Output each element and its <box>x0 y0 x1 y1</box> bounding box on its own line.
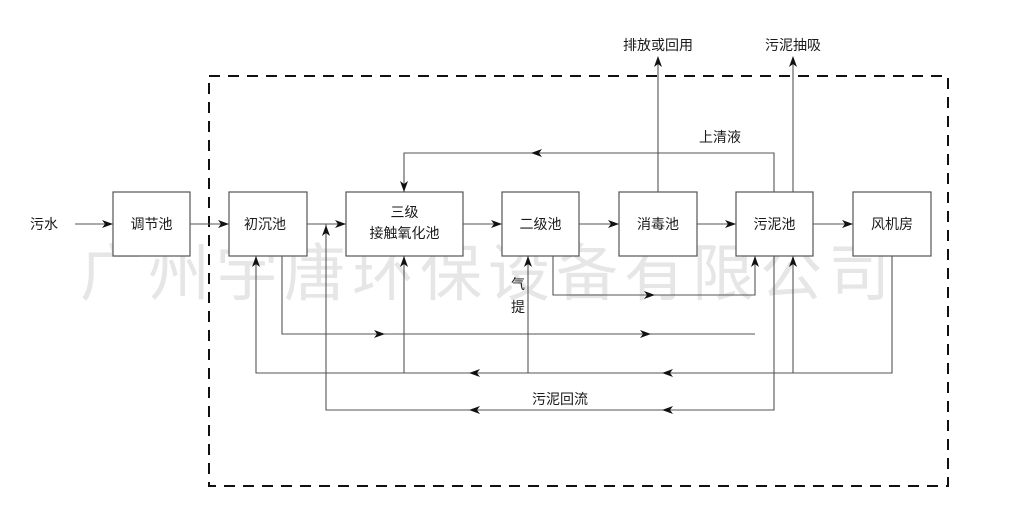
system-boundary <box>208 75 949 487</box>
sludge-suction-label: 污泥抽吸 <box>765 38 821 54</box>
flow-sludge-return <box>325 224 775 411</box>
arrow-up <box>400 256 408 267</box>
flow-chuchen-to-wuni <box>281 256 755 335</box>
unit-xiaodu: 消毒池 <box>618 191 698 257</box>
unit-box <box>345 191 464 257</box>
arrow-left <box>662 406 673 414</box>
unit-label-line1: 三级 <box>391 205 419 221</box>
unit-box <box>112 191 191 257</box>
arrow-up <box>789 256 797 267</box>
unit-wuni: 污泥池 <box>735 191 814 257</box>
arrow-left <box>469 406 480 414</box>
arrow-up <box>524 256 532 267</box>
arrow-right <box>608 220 619 228</box>
arrowheads <box>102 56 853 414</box>
unit-label: 污泥池 <box>754 217 796 233</box>
unit-label: 消毒池 <box>637 217 679 233</box>
arrow-left <box>531 149 542 157</box>
arrow-right <box>374 330 385 338</box>
air-lift-label-1: 气 <box>511 277 525 293</box>
flow-supernatant <box>403 152 775 192</box>
unit-box <box>852 191 932 257</box>
unit-box <box>228 191 308 257</box>
unit-box <box>618 191 698 257</box>
arrow-right <box>218 220 229 228</box>
arrow-up <box>654 56 662 67</box>
arrow-up <box>322 225 330 236</box>
unit-label: 初沉池 <box>244 216 286 233</box>
supernatant-label: 上清液 <box>699 130 741 146</box>
unit-label: 风机房 <box>871 217 913 233</box>
flow-lines <box>75 58 893 411</box>
air-lift-label-2: 提 <box>511 300 525 316</box>
arrow-up <box>751 256 759 267</box>
discharge-label: 排放或回用 <box>623 38 693 54</box>
arrow-right <box>335 220 346 228</box>
arrow-left <box>469 369 480 377</box>
arrow-right <box>640 330 651 338</box>
unit-erji: 二级池 <box>501 191 580 257</box>
arrow-right <box>842 220 853 228</box>
unit-tiaojie: 调节池 <box>112 191 191 257</box>
arrow-up <box>789 56 797 67</box>
arrow-right <box>491 220 502 228</box>
unit-box <box>735 191 814 257</box>
arrow-right <box>725 220 736 228</box>
unit-chuchen: 初沉池 <box>228 191 308 257</box>
sludge-return-label: 污泥回流 <box>532 392 588 408</box>
arrow-down <box>400 181 408 192</box>
input-label: 污水 <box>30 217 58 233</box>
arrow-right <box>102 220 113 228</box>
unit-label: 调节池 <box>131 217 173 233</box>
arrow-up <box>252 256 260 267</box>
flow-air-main <box>255 256 893 374</box>
unit-fengji: 风机房 <box>852 191 932 257</box>
unit-label-line2: 接触氧化池 <box>370 225 440 242</box>
unit-label: 二级池 <box>520 217 562 233</box>
unit-box <box>501 191 580 257</box>
unit-jiechu: 三级 接触氧化池 <box>345 191 464 257</box>
arrow-right <box>644 291 655 299</box>
arrow-left <box>662 369 673 377</box>
